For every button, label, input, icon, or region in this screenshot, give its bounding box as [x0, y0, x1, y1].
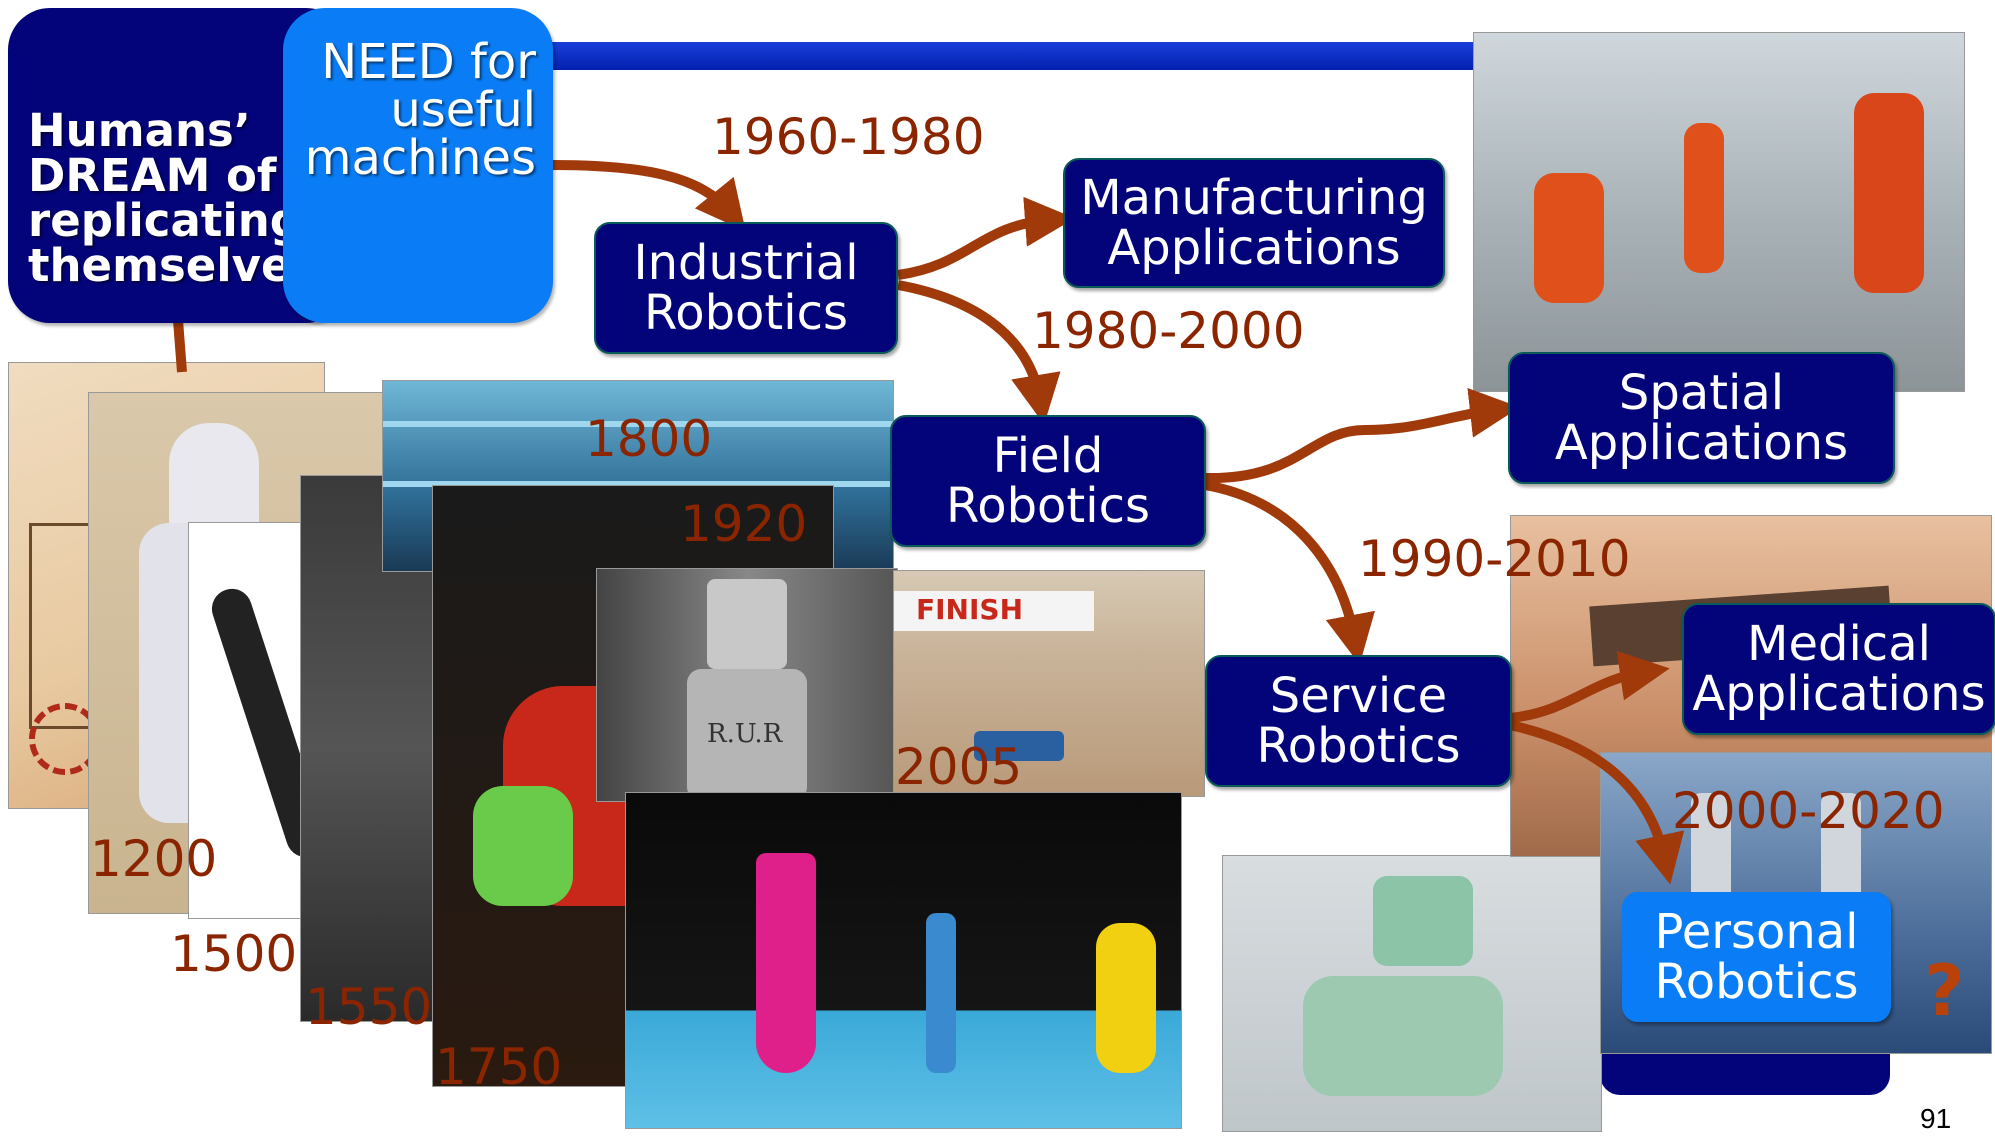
question-mark: ?: [1924, 950, 1965, 1032]
personal-robotics-box: Personal Robotics: [1622, 892, 1891, 1022]
year-2005: 2005: [895, 738, 1023, 796]
arrow-service-to-medical: [1509, 650, 1670, 723]
arrow-dream-to-photos: [173, 319, 187, 373]
manufacturing-applications-box: Manufacturing Applications: [1063, 158, 1445, 288]
arrow-industrial-to-manufacturing: [897, 196, 1075, 280]
field-robotics-label: Field Robotics: [946, 427, 1150, 534]
medical-applications-label: Medical Applications: [1692, 615, 1986, 722]
humanoid-robots-stage-photo: [625, 792, 1182, 1129]
year-1500: 1500: [170, 925, 298, 983]
year-2000-2020: 2000-2020: [1672, 782, 1945, 840]
arrow-field-to-service: [1204, 480, 1375, 665]
year-1550: 1550: [305, 978, 433, 1036]
year-1990-2010: 1990-2010: [1358, 530, 1631, 588]
personal-robotics-label: Personal Robotics: [1654, 903, 1859, 1010]
finish-banner: FINISH: [916, 593, 1023, 626]
arrow-need-to-industrial: [551, 160, 746, 232]
medical-applications-box: Medical Applications: [1682, 603, 1995, 735]
desert-race-photo: FINISH: [893, 570, 1205, 797]
year-1980-2000: 1980-2000: [1032, 302, 1305, 360]
year-1800: 1800: [585, 410, 713, 468]
spatial-applications-label: Spatial Applications: [1554, 364, 1849, 471]
year-1750: 1750: [435, 1038, 563, 1096]
spatial-applications-box: Spatial Applications: [1508, 352, 1895, 484]
field-robotics-box: Field Robotics: [890, 415, 1206, 547]
industrial-robotics-label: Industrial Robotics: [633, 234, 859, 341]
manufacturing-applications-label: Manufacturing Applications: [1080, 169, 1428, 276]
need-box: [283, 8, 553, 323]
service-robotics-label: Service Robotics: [1256, 667, 1461, 774]
arrow-field-to-spatial: [1204, 387, 1520, 484]
need-text: NEED for useful machines: [304, 34, 536, 186]
companion-robot-photo: [1222, 855, 1602, 1132]
page-number: 91: [1920, 1103, 1952, 1134]
arrow-industrial-to-field: [897, 280, 1061, 425]
arrow-service-to-personal: [1508, 720, 1685, 885]
year-1960-1980: 1960-1980: [712, 108, 985, 166]
rur-label: R.U.R: [707, 719, 783, 749]
year-1200: 1200: [90, 830, 218, 888]
service-robotics-box: Service Robotics: [1205, 655, 1512, 787]
year-1920: 1920: [680, 495, 808, 553]
industrial-robots-photo: [1473, 32, 1965, 392]
dream-text: Humans’ DREAM of replicating themselves: [28, 104, 319, 292]
rur-robot-photo: R.U.R: [596, 568, 898, 802]
industrial-robotics-box: Industrial Robotics: [594, 222, 898, 354]
